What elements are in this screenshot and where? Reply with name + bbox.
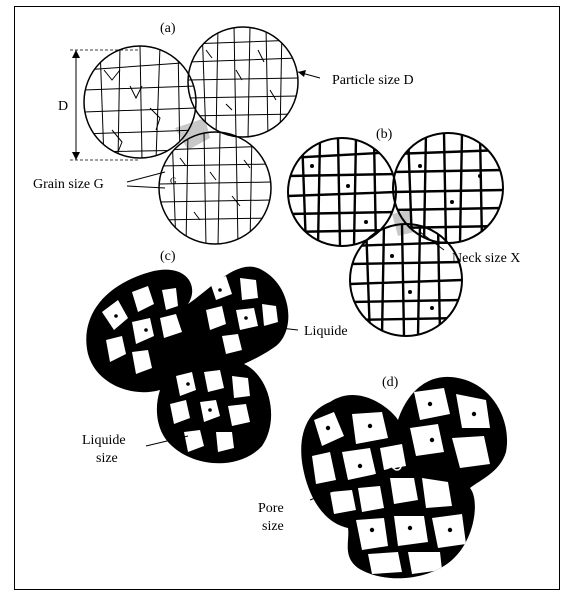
- label-liquide: Liquide: [304, 324, 348, 339]
- dimension-arrow-bottom: [72, 152, 80, 160]
- label-dimension-d: D: [58, 99, 68, 114]
- particle-a3: [159, 132, 271, 244]
- panel-b-neck-formation: [288, 133, 503, 336]
- dimension-arrow-top: [72, 50, 80, 58]
- particle-size-arrowhead: [298, 70, 306, 77]
- label-c: (c): [160, 249, 176, 264]
- label-grain-size: Grain size G: [33, 177, 104, 192]
- panel-a-particles: [70, 26, 320, 246]
- label-b: (b): [376, 127, 393, 142]
- label-liquide-size-2: size: [96, 451, 118, 466]
- label-pore-size-1: Pore: [258, 501, 284, 516]
- label-grain-letter: G: [170, 176, 177, 186]
- panel-d-densification: [301, 377, 507, 578]
- label-liquide-size-1: Liquide: [82, 433, 126, 448]
- label-pore-size-2: size: [262, 519, 284, 534]
- label-particle-size: Particle size D: [332, 73, 414, 88]
- label-neck-size: Neck size X: [452, 251, 520, 266]
- label-a: (a): [160, 21, 176, 36]
- label-d: (d): [382, 375, 399, 390]
